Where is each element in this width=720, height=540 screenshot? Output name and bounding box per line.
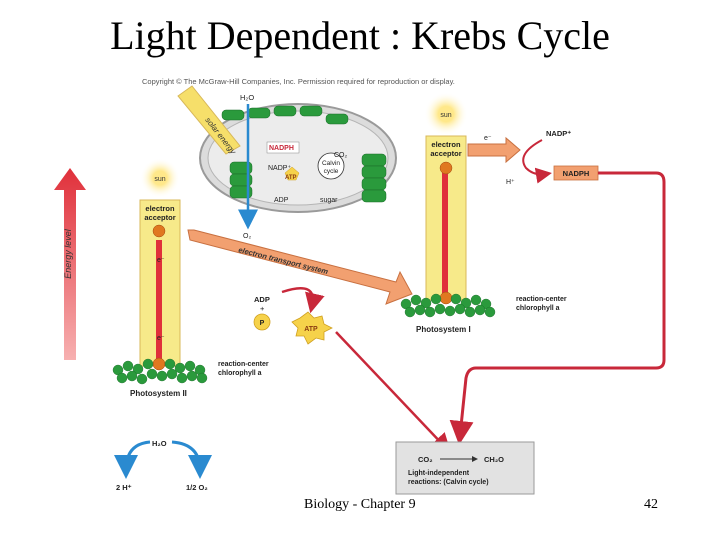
footer-text: Biology - Chapter 9 bbox=[304, 497, 416, 512]
nadp-plus-label: NADP⁺ bbox=[546, 129, 571, 138]
atp-to-calvin-arrow bbox=[335, 331, 452, 454]
nadph-to-calvin-arrow bbox=[449, 171, 666, 445]
photosystem-1-chlorophyll bbox=[400, 293, 496, 318]
ps1-reaction-center-1: reaction-center bbox=[516, 296, 567, 303]
energy-level-arrow bbox=[54, 168, 86, 360]
atp-burst bbox=[291, 311, 333, 345]
water-half-o2: 1/2 O₂ bbox=[186, 483, 208, 492]
chloroplast bbox=[199, 103, 397, 213]
photosystem-2-label: Photosystem II bbox=[130, 389, 187, 398]
light-reactions-diagram: Copyright © The McGraw-Hill Companies, I… bbox=[54, 77, 666, 495]
calvin-cycle-box bbox=[395, 441, 535, 495]
ps2-electron-top: e⁻ bbox=[157, 257, 165, 264]
nadph-label: NADPH bbox=[563, 169, 590, 178]
slide-title: Light Dependent : Krebs Cycle bbox=[110, 13, 610, 58]
chloroplast-nadp: NADP⁺ bbox=[268, 165, 291, 172]
chloroplast-adp: ADP bbox=[274, 197, 289, 204]
chloroplast-nadph: NADPH bbox=[269, 145, 294, 152]
ps1-reaction-center-2: chlorophyll a bbox=[516, 305, 560, 312]
ps1-acceptor-2: acceptor bbox=[430, 149, 461, 158]
ps2-reaction-center-2: chlorophyll a bbox=[218, 370, 262, 377]
ps1-acceptor-1: electron bbox=[431, 140, 461, 149]
chloroplast-calvin-2: cycle bbox=[324, 168, 339, 175]
photosystem-1-column bbox=[424, 92, 468, 305]
sun-label-ps2: sun bbox=[154, 176, 165, 183]
water-arrow-right bbox=[171, 440, 212, 479]
nadph-formation-arrow bbox=[522, 139, 552, 184]
chloroplast-co2: CO₂ bbox=[334, 152, 348, 159]
adp-label: ADP bbox=[254, 295, 270, 304]
chloroplast-h2o: H₂O bbox=[240, 93, 254, 102]
water-arrow-left bbox=[114, 440, 151, 479]
chloroplast-calvin-1: Calvin bbox=[322, 160, 340, 167]
calvin-label-1: Light-independent bbox=[408, 470, 470, 477]
ps2-acceptor-2: acceptor bbox=[144, 213, 175, 222]
ps2-acceptor-1: electron bbox=[145, 204, 175, 213]
ps1-electron-arrow bbox=[467, 136, 521, 164]
sun-label-ps1: sun bbox=[440, 112, 451, 119]
ps2-electron-bottom: e⁻ bbox=[157, 335, 165, 342]
solar-energy-beam bbox=[177, 85, 241, 155]
atp-label: ATP bbox=[304, 326, 318, 333]
chloroplast-atp: ATP bbox=[285, 175, 297, 181]
h-plus-label: H⁺ bbox=[506, 179, 515, 186]
calvin-label-2: reactions: (Calvin cycle) bbox=[408, 479, 489, 486]
electron-transport-label: electron transport system bbox=[238, 245, 330, 276]
water-h2o: H₂O bbox=[152, 439, 167, 448]
phosphate-label: P bbox=[260, 320, 265, 327]
electron-transport-arrow bbox=[187, 229, 413, 305]
chloroplast-o2: O₂ bbox=[243, 233, 251, 240]
ps1-electron-out: e⁻ bbox=[484, 135, 492, 142]
photosystem-1-label: Photosystem I bbox=[416, 325, 471, 334]
calvin-ch2o: CH₂O bbox=[484, 455, 504, 464]
copyright-text: Copyright © The McGraw-Hill Companies, I… bbox=[142, 77, 455, 86]
page-number: 42 bbox=[644, 497, 658, 512]
chloroplast-sugar: sugar bbox=[320, 197, 338, 204]
atp-formation-arrow bbox=[281, 287, 325, 314]
phosphate-circle bbox=[253, 313, 271, 331]
plus-label: + bbox=[260, 304, 265, 313]
photosystem-2-chlorophyll bbox=[112, 358, 208, 385]
energy-level-label: Energy level bbox=[63, 228, 73, 279]
calvin-co2: CO₂ bbox=[418, 455, 433, 464]
photosystem-2-column bbox=[139, 158, 181, 371]
ps2-reaction-center-1: reaction-center bbox=[218, 361, 269, 368]
water-two-h: 2 H⁺ bbox=[116, 483, 132, 492]
